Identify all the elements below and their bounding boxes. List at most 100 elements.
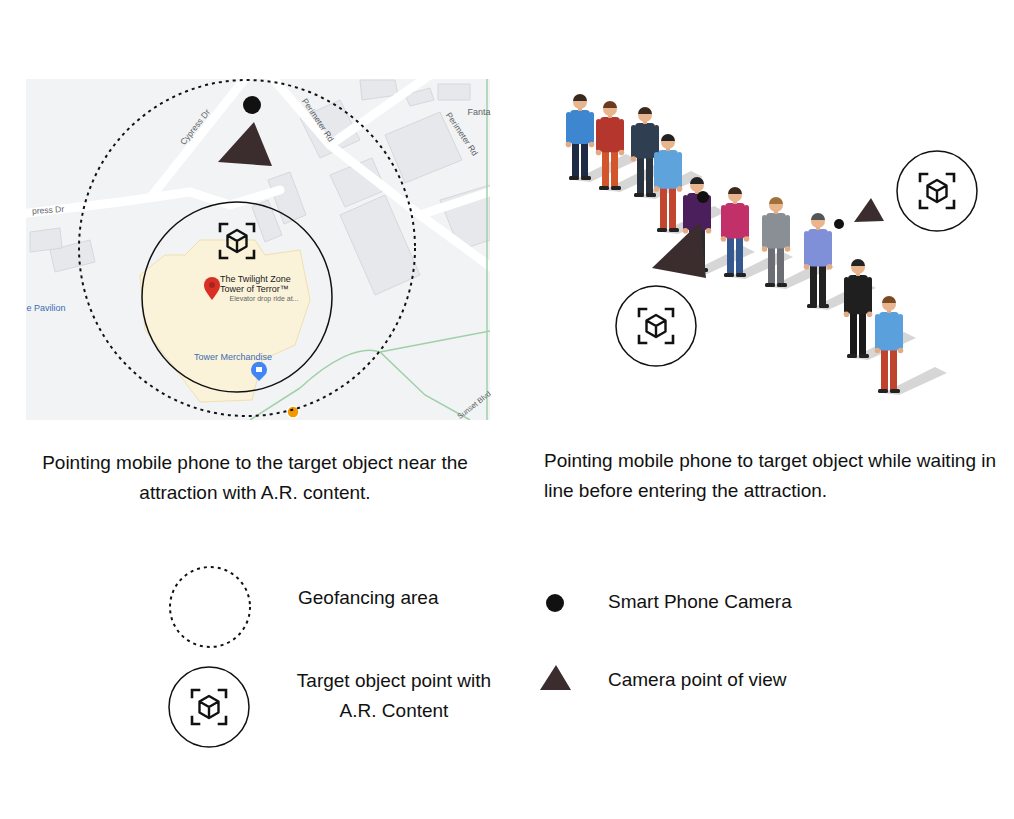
person-figure bbox=[808, 229, 828, 267]
person-figure bbox=[654, 134, 683, 232]
scan-bracket bbox=[920, 201, 927, 208]
scan-bracket bbox=[219, 690, 226, 697]
scan-bracket bbox=[220, 224, 227, 231]
person-figure bbox=[810, 265, 817, 305]
person-figure bbox=[859, 354, 869, 358]
person-figure bbox=[725, 203, 745, 239]
person-figure bbox=[851, 260, 865, 274]
phone-camera-dot bbox=[697, 191, 709, 203]
person-figure bbox=[661, 135, 675, 149]
person-figure bbox=[807, 304, 817, 308]
shop-pin bbox=[251, 362, 267, 381]
target-circle bbox=[169, 667, 249, 747]
scan-bracket bbox=[639, 336, 646, 343]
person-figure bbox=[683, 228, 689, 234]
person-figure bbox=[690, 177, 704, 184]
person-figure bbox=[596, 150, 602, 156]
person-figure bbox=[848, 275, 868, 314]
scan-bracket bbox=[947, 201, 954, 208]
target-circle bbox=[897, 151, 977, 231]
map-path bbox=[486, 79, 488, 420]
person-figure bbox=[690, 178, 704, 192]
scan-bracket bbox=[219, 717, 226, 724]
person-figure bbox=[769, 197, 783, 204]
person-figure bbox=[785, 246, 791, 252]
scan-bracket bbox=[192, 717, 199, 724]
person-figure bbox=[879, 312, 899, 350]
attraction-name: The Twilight Zone Tower of Terror™ bbox=[220, 274, 312, 294]
person-figure bbox=[637, 157, 644, 194]
person-figure bbox=[819, 304, 829, 308]
scan-bracket bbox=[666, 309, 673, 316]
person-figure bbox=[768, 247, 775, 284]
location-pin bbox=[209, 282, 215, 288]
person-figure bbox=[875, 348, 881, 354]
ar-overlay bbox=[218, 96, 977, 366]
person-figure bbox=[669, 228, 679, 232]
person-figure bbox=[599, 186, 609, 190]
scan-bracket bbox=[247, 251, 254, 258]
person-figure bbox=[762, 246, 768, 252]
legend-samples bbox=[169, 567, 571, 747]
person-figure bbox=[706, 228, 712, 234]
person-shadow bbox=[574, 154, 947, 395]
target-circle bbox=[616, 286, 696, 366]
map-road bbox=[270, 79, 490, 270]
person-figure bbox=[844, 259, 873, 358]
person-figure bbox=[890, 389, 900, 393]
person-figure bbox=[677, 186, 683, 192]
person-figure bbox=[721, 236, 727, 242]
person-figure bbox=[602, 150, 609, 187]
map bbox=[26, 79, 490, 420]
legend-label: Target object point with A.R. Content bbox=[279, 666, 509, 726]
scan-bracket bbox=[220, 251, 227, 258]
person-figure bbox=[570, 110, 590, 144]
scan-bracket bbox=[920, 174, 927, 181]
location-pin bbox=[204, 277, 220, 300]
scan-bracket bbox=[192, 690, 199, 697]
person-figure bbox=[882, 297, 896, 311]
shop-name: Tower Merchandise bbox=[194, 352, 272, 363]
map-path bbox=[300, 350, 470, 420]
person-figure bbox=[819, 265, 826, 305]
map-building bbox=[438, 84, 470, 100]
legend-label: Camera point of view bbox=[608, 665, 786, 695]
phone-camera-dot bbox=[243, 96, 261, 114]
person-figure bbox=[589, 142, 595, 148]
person-figure bbox=[638, 107, 652, 114]
cube-outline bbox=[200, 696, 219, 718]
attraction-area bbox=[140, 240, 310, 402]
map-ground bbox=[26, 79, 490, 420]
map-building bbox=[30, 228, 62, 252]
person-figure bbox=[765, 283, 775, 287]
person-figure bbox=[777, 247, 784, 284]
person-figure bbox=[646, 157, 653, 194]
phone-camera-dot bbox=[546, 594, 564, 612]
person-figure bbox=[847, 354, 857, 358]
panel-caption: Pointing mobile phone to target object w… bbox=[544, 446, 1000, 506]
person-figure bbox=[890, 348, 897, 390]
scan-bracket bbox=[947, 174, 954, 181]
person-figure bbox=[882, 296, 896, 303]
camera-view-triangle bbox=[540, 665, 571, 690]
person-figure bbox=[573, 95, 587, 109]
legend-label: Smart Phone Camera bbox=[608, 587, 792, 617]
phone-camera-dot bbox=[834, 219, 844, 229]
shop-pin bbox=[256, 367, 262, 372]
person-figure bbox=[660, 187, 667, 229]
attraction-description: Elevator drop ride at... bbox=[230, 295, 299, 303]
people-queue bbox=[566, 94, 904, 393]
person-figure bbox=[878, 389, 888, 393]
person-figure bbox=[898, 348, 904, 354]
panel-caption: Pointing mobile phone to the target obje… bbox=[25, 448, 485, 508]
ar-cube-icon bbox=[920, 174, 954, 208]
person-figure bbox=[827, 264, 833, 270]
person-figure bbox=[603, 101, 617, 108]
person-figure bbox=[669, 187, 676, 229]
person-figure bbox=[875, 296, 904, 393]
person-figure bbox=[657, 228, 667, 232]
place-name: e Pavilion bbox=[26, 303, 65, 314]
camera-view-triangle bbox=[652, 222, 706, 278]
